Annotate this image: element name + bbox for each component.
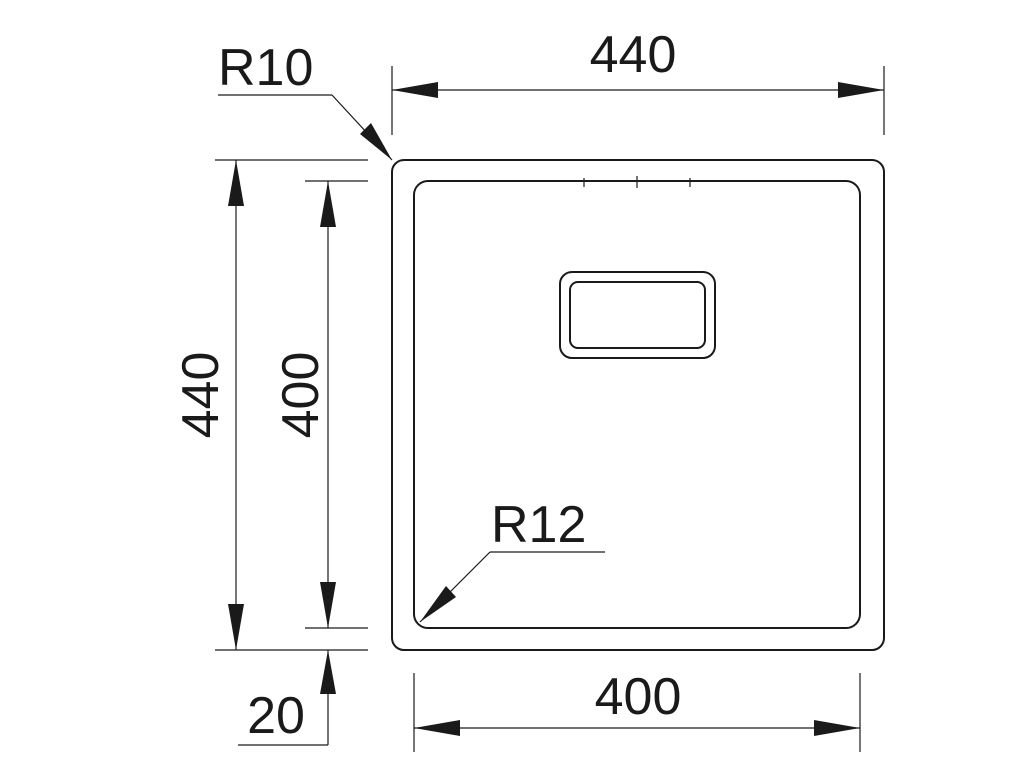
- overall-width-label: 440: [590, 26, 677, 84]
- flange-offset-label: 20: [247, 687, 305, 745]
- outer-sink-outline: [391, 159, 885, 651]
- offset-arrow: [320, 650, 336, 694]
- bottom-arrow-right: [814, 720, 860, 736]
- left-arrow-top: [228, 160, 244, 206]
- top-arrow-right: [838, 82, 884, 98]
- top-arrow-left: [392, 82, 438, 98]
- inner-corner-radius-label: R12: [491, 496, 586, 554]
- r10-arrow: [360, 123, 392, 160]
- left-arrow-bottom: [228, 604, 244, 650]
- inner-width-label: 400: [595, 668, 682, 726]
- inner-height-label: 400: [272, 352, 330, 439]
- drain-slot-outer: [559, 271, 716, 359]
- overall-height-label: 440: [172, 352, 230, 439]
- drain-slot-inner: [569, 281, 706, 349]
- r12-arrow: [420, 586, 456, 622]
- inner-height-arrow-top: [320, 181, 336, 227]
- inner-height-arrow-bottom: [320, 582, 336, 628]
- bottom-arrow-left: [414, 720, 460, 736]
- outer-corner-radius-label: R10: [218, 39, 313, 97]
